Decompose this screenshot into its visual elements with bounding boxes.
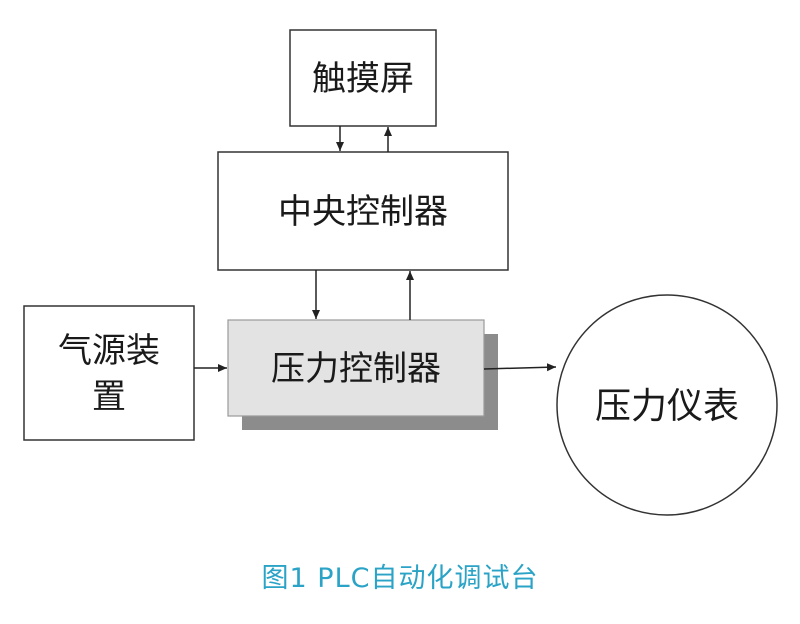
touchscreen-node: 触摸屏: [289, 29, 437, 127]
pressure-gauge-label: 压力仪表: [595, 386, 739, 427]
central-controller-node: 中央控制器: [217, 151, 509, 271]
arrow-pressure-controller-to-gauge: [483, 363, 557, 372]
pressure-controller-label: 压力控制器: [271, 349, 441, 389]
central-controller-label: 中央控制器: [278, 192, 448, 232]
pressure-controller-node: 压力控制器: [227, 319, 498, 430]
air-source-node: 气源装 置: [23, 305, 195, 441]
touchscreen-label: 触摸屏: [312, 59, 414, 99]
air-source-label-line2: 置: [92, 377, 126, 417]
air-source-label-line1: 气源装: [58, 331, 160, 371]
pressure-gauge-node: 压力仪表: [556, 294, 778, 516]
figure-caption: 图1 PLC自动化调试台: [261, 563, 539, 594]
